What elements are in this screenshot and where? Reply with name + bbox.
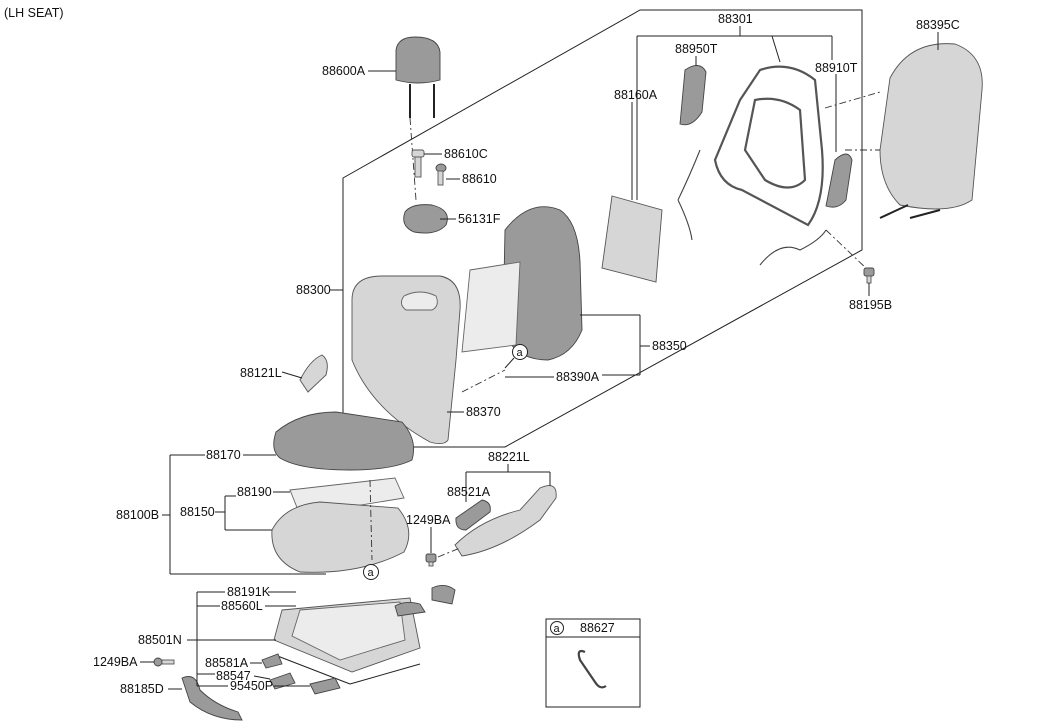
callout-marker-cushion-text: a — [368, 567, 375, 579]
lever-drawing — [261, 653, 283, 669]
rear-board-dashline — [824, 91, 881, 109]
label-88350: 88350 — [652, 339, 687, 353]
label-88910T: 88910T — [815, 61, 858, 75]
label-88600A: 88600A — [322, 64, 366, 78]
label-88560L: 88560L — [221, 599, 263, 613]
label-88195B: 88195B — [849, 298, 892, 312]
label-88370: 88370 — [466, 405, 501, 419]
legend-box: a 88627 — [545, 618, 641, 708]
label-88301: 88301 — [718, 12, 753, 26]
label-88581A: 88581A — [205, 656, 249, 670]
side-bracket-drawing — [299, 354, 328, 393]
label-88950T: 88950T — [675, 42, 718, 56]
label-88191K: 88191K — [227, 585, 271, 599]
side-trim-drawing — [181, 676, 243, 721]
module-drawing — [309, 677, 341, 695]
screw-upper-drawing — [425, 553, 437, 567]
seat-back-cover-drawing — [351, 275, 461, 445]
label-88501N: 88501N — [138, 633, 182, 647]
legend-marker: a — [554, 623, 561, 635]
callout-back-leader — [504, 357, 515, 369]
label-88547: 88547 — [216, 669, 251, 683]
label-95450P: 95450P — [230, 679, 273, 693]
side-cover-right-drawing — [825, 153, 853, 208]
label-88160A: 88160A — [614, 88, 658, 102]
pad-drawing — [403, 204, 448, 234]
rear-back-board-drawing — [879, 43, 983, 210]
label-88150: 88150 — [180, 505, 215, 519]
label-88100B: 88100B — [116, 508, 159, 522]
label-88390A: 88390A — [556, 370, 600, 384]
seat-cushion-pad-drawing — [271, 501, 410, 573]
side-shield-drawing — [454, 485, 557, 557]
back-mat-drawing — [461, 261, 521, 353]
motor-drawing — [394, 601, 426, 617]
screw-lower-drawing — [153, 657, 175, 667]
back-panel-drawing — [601, 195, 663, 283]
seat-cushion-cover-drawing — [273, 411, 415, 471]
headrest-guide-dashline — [409, 117, 417, 201]
callout-marker-back: a — [512, 344, 528, 360]
legend-part-number: 88627 — [580, 621, 615, 635]
label-88395C: 88395C — [916, 18, 960, 32]
seat-track-frame-drawing — [273, 597, 421, 685]
label-1249BA-upper: 1249BA — [406, 513, 451, 527]
switch-drawing — [455, 499, 491, 531]
header-label: (LH SEAT) — [4, 6, 64, 20]
seat-back-cover-opening — [401, 291, 438, 311]
label-88610: 88610 — [462, 172, 497, 186]
clip-drawing — [269, 672, 296, 690]
seat-back-frame-drawing — [713, 65, 824, 227]
label-56131F: 56131F — [458, 212, 501, 226]
headrest-drawing — [395, 36, 441, 118]
label-88185D: 88185D — [120, 682, 164, 696]
callout-marker-back-text: a — [517, 347, 524, 359]
side-cover-left-drawing — [679, 65, 707, 126]
back-mat-dashline — [461, 369, 506, 393]
back-frame-dashline — [825, 229, 869, 271]
hook-clip-drawing — [577, 649, 607, 689]
label-88190: 88190 — [237, 485, 272, 499]
bolt-drawing — [863, 267, 875, 284]
headrest-guide-cap-drawing — [435, 163, 447, 186]
label-88121L: 88121L — [240, 366, 282, 380]
callout-marker-cushion: a — [363, 564, 379, 580]
motor-2-drawing — [431, 585, 456, 605]
label-88300: 88300 — [296, 283, 331, 297]
label-88610C: 88610C — [444, 147, 488, 161]
seat-cushion-dashline — [369, 479, 373, 561]
label-1249BA-lower: 1249BA — [93, 655, 138, 669]
rear-board-legs-drawing — [879, 204, 941, 219]
back-wiring-drawing — [677, 149, 827, 266]
label-88521A: 88521A — [447, 485, 491, 499]
leader-lines — [140, 26, 939, 690]
label-88221L: 88221L — [488, 450, 530, 464]
label-88170: 88170 — [206, 448, 241, 462]
side-shield-dashline — [437, 547, 461, 558]
